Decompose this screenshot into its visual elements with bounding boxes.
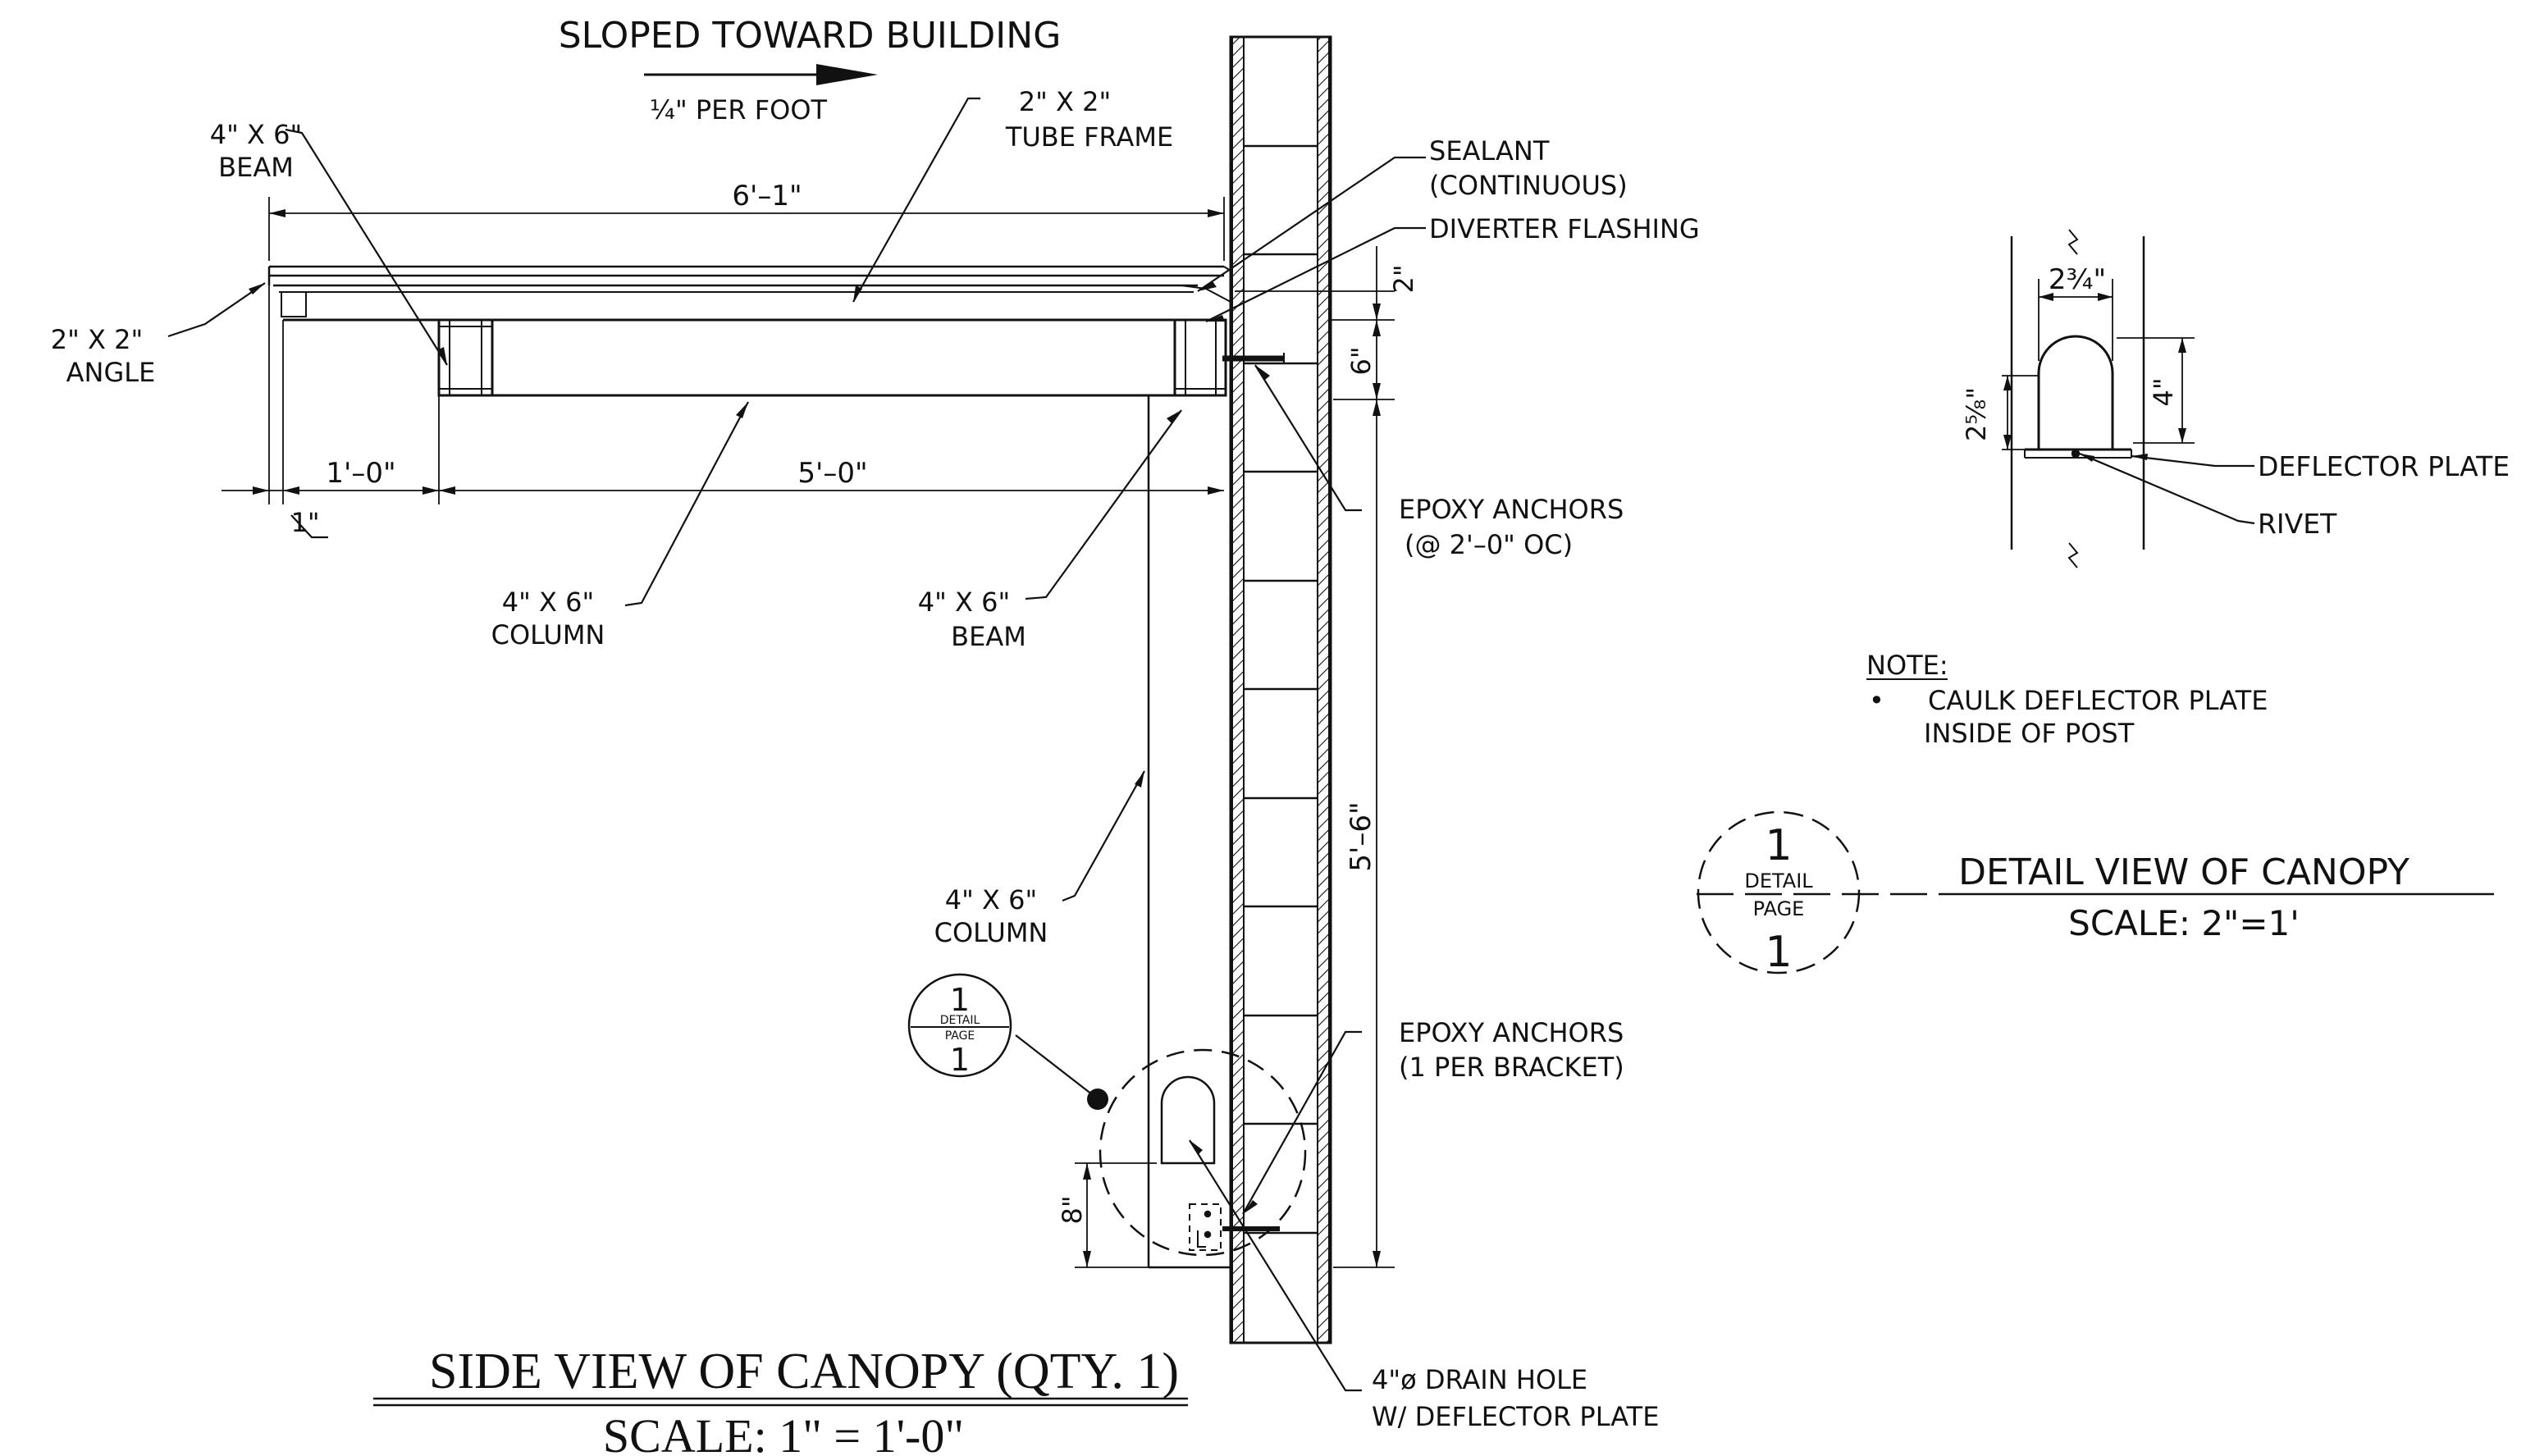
bubble-page-word: PAGE bbox=[945, 1029, 975, 1043]
col-mid-label: COLUMN bbox=[491, 619, 605, 650]
deflector-plate-label: DEFLECTOR PLATE bbox=[2258, 450, 2510, 482]
detail-dim-width: 2¾" bbox=[2049, 263, 2106, 296]
beam-left-label: BEAM bbox=[218, 152, 294, 183]
diverter-label: DIVERTER FLASHING bbox=[1429, 213, 1700, 244]
leader-arrows bbox=[249, 281, 1270, 1214]
note-title: NOTE: bbox=[1866, 650, 1948, 681]
dim-2in: 2" bbox=[1388, 264, 1419, 293]
beam-left-size: 4" X 6" bbox=[210, 119, 302, 150]
drain-hole-label: 4"ø DRAIN HOLE bbox=[1372, 1364, 1587, 1395]
epoxy-bracket-label: EPOXY ANCHORS bbox=[1399, 1017, 1624, 1048]
dim-5ft: 5'–0" bbox=[797, 457, 867, 490]
side-view-title: SIDE VIEW OF CANOPY (QTY. 1) bbox=[429, 1344, 1179, 1399]
detail-labels: 2¾" 2⅝" 4" DEFLECTOR PLATE RIVET NOTE: •… bbox=[1866, 263, 2510, 749]
detail-view-title: DETAIL VIEW OF CANOPY bbox=[1958, 851, 2410, 893]
extension-lines bbox=[268, 197, 1395, 1268]
detail-post bbox=[2010, 229, 2145, 568]
dim-1in: 1" bbox=[290, 507, 319, 538]
column bbox=[1147, 395, 1280, 1269]
epoxy-top-label: EPOXY ANCHORS bbox=[1399, 494, 1624, 525]
top-epoxy-anchor bbox=[1222, 353, 1285, 364]
masonry-wall bbox=[1229, 35, 1332, 1344]
angle-size: 2" X 2" bbox=[51, 324, 143, 355]
side-view-scale: SCALE: 1" = 1'-0" bbox=[603, 1409, 964, 1456]
slope-rate: ¼" PER FOOT bbox=[650, 94, 828, 126]
dim-overall: 6'–1" bbox=[732, 180, 802, 212]
note-bullet: • bbox=[1869, 685, 1884, 716]
drain-hole-note: W/ DEFLECTOR PLATE bbox=[1372, 1401, 1659, 1432]
sealant-note: (CONTINUOUS) bbox=[1429, 170, 1628, 201]
note-line-2: INSIDE OF POST bbox=[1924, 718, 2135, 749]
detail-bubble-word: DETAIL bbox=[1744, 869, 1813, 892]
sealant-label: SEALANT bbox=[1429, 135, 1550, 167]
detail-bubble-page-number: 1 bbox=[1765, 928, 1792, 977]
col-low-size: 4" X 6" bbox=[945, 884, 1037, 915]
bubble-detail-word: DETAIL bbox=[940, 1014, 980, 1027]
dim-8in: 8" bbox=[1057, 1195, 1088, 1224]
beam-mid-size: 4" X 6" bbox=[918, 587, 1010, 618]
side-view-labels: SLOPED TOWARD BUILDING ¼" PER FOOT 4" X … bbox=[51, 15, 1700, 1432]
detail-dimension-arrows bbox=[2003, 293, 2186, 450]
detail-bubble-side bbox=[907, 973, 1108, 1110]
detail-dim-left: 2⅝" bbox=[1961, 387, 1992, 441]
detail-bubble-page: PAGE bbox=[1753, 897, 1805, 920]
beam-mid-label: BEAM bbox=[951, 621, 1026, 652]
tube-frame-label: TUBE FRAME bbox=[1005, 121, 1173, 153]
epoxy-top-note: (@ 2'–0" OC) bbox=[1405, 529, 1573, 560]
dimension-lines bbox=[222, 212, 1377, 1267]
detail-dimensions bbox=[2002, 279, 2195, 450]
right-beam bbox=[1173, 318, 1227, 397]
bracket bbox=[1189, 1203, 1222, 1251]
detail-title-block: 1 DETAIL PAGE 1 DETAIL VIEW OF CANOPY SC… bbox=[1697, 810, 2494, 977]
bubble-text-side: 1 DETAIL PAGE 1 bbox=[940, 982, 980, 1078]
detail-dim-right: 4" bbox=[2148, 377, 2179, 406]
bubble-page-number: 1 bbox=[950, 1042, 970, 1078]
rivet-label: RIVET bbox=[2258, 508, 2337, 540]
leader-lines bbox=[167, 97, 1426, 1392]
tube-frame-size: 2" X 2" bbox=[1019, 86, 1111, 117]
side-view-title-block: SIDE VIEW OF CANOPY (QTY. 1) SCALE: 1" =… bbox=[373, 1344, 1188, 1456]
drain-hole bbox=[1160, 1075, 1216, 1165]
col-low-label: COLUMN bbox=[934, 917, 1048, 948]
slope-title: SLOPED TOWARD BUILDING bbox=[559, 15, 1062, 57]
dim-1ft: 1'–0" bbox=[326, 457, 395, 490]
left-beam bbox=[437, 318, 494, 397]
dimension-arrows bbox=[253, 209, 1381, 1267]
detail-leader-arrows bbox=[2080, 454, 2148, 462]
col-mid-size: 4" X 6" bbox=[502, 587, 594, 618]
canopy-roof bbox=[267, 265, 1231, 322]
dim-5ft6: 5'–6" bbox=[1345, 801, 1377, 871]
detail-view-scale: SCALE: 2"=1' bbox=[2068, 903, 2300, 943]
dim-6in: 6" bbox=[1345, 346, 1377, 375]
bubble-detail-number: 1 bbox=[950, 982, 970, 1018]
angle-label: ANGLE bbox=[66, 357, 156, 388]
epoxy-bracket-note: (1 PER BRACKET) bbox=[1399, 1052, 1624, 1083]
detail-leaders bbox=[2079, 452, 2255, 525]
detail-circle bbox=[1099, 1048, 1307, 1257]
slope-arrow bbox=[644, 64, 878, 85]
detail-bubble-number: 1 bbox=[1765, 821, 1792, 870]
note-line-1: CAULK DEFLECTOR PLATE bbox=[1928, 685, 2268, 716]
